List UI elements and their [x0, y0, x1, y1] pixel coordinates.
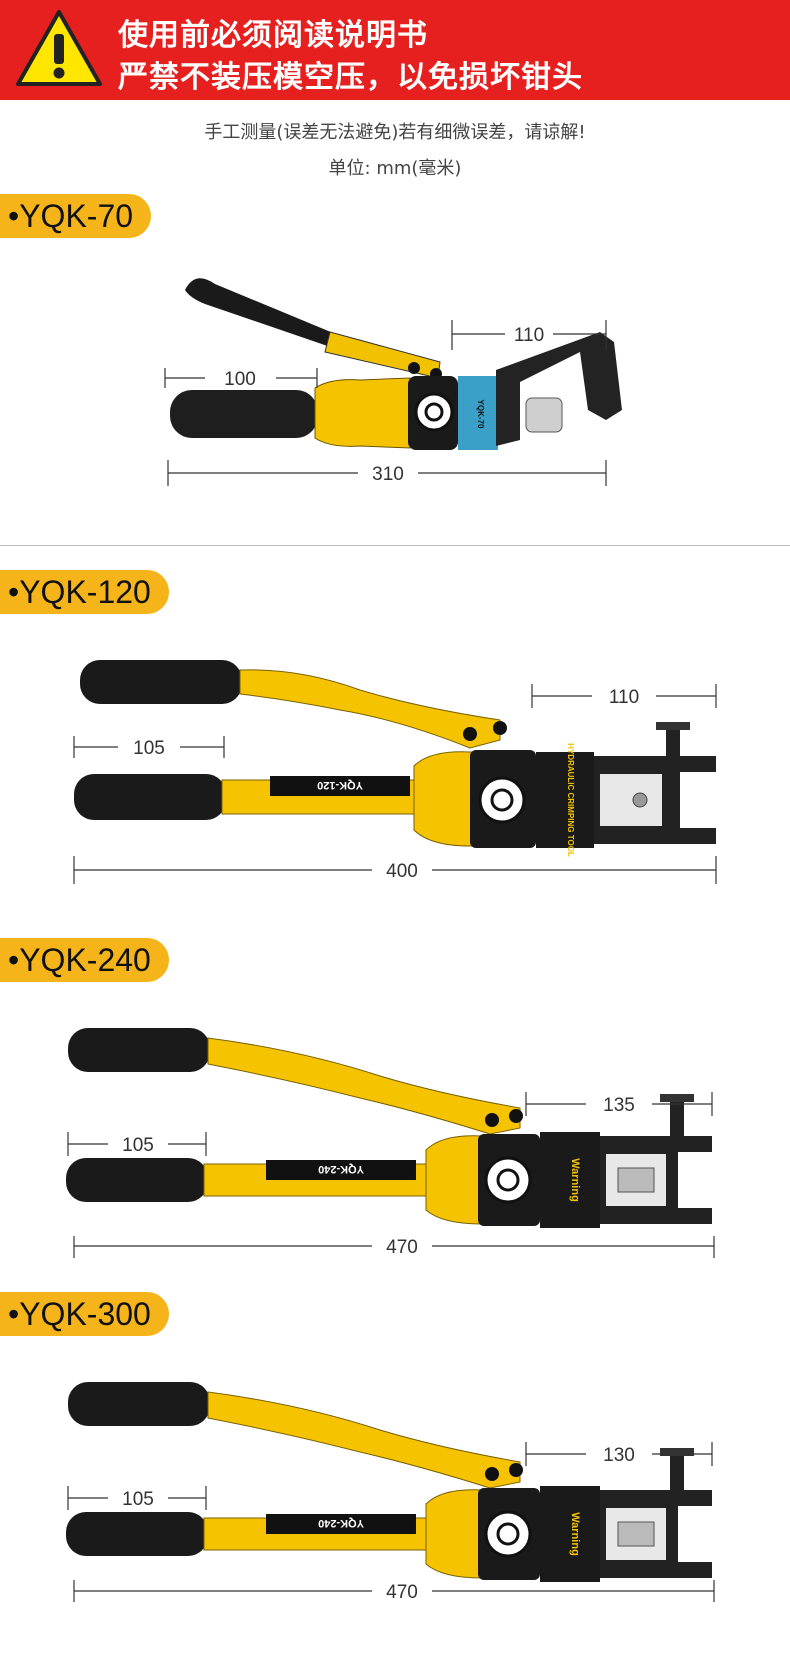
head-body: [536, 752, 594, 848]
dim-total-value: 470: [386, 1582, 418, 1603]
dim-handle-value: 105: [122, 1135, 154, 1156]
lower-handle-grip: [66, 1512, 208, 1556]
head-body: [540, 1486, 600, 1582]
lower-handle-grip: [66, 1158, 208, 1202]
upper-handle-arm: [239, 669, 501, 749]
release-knob-icon: [414, 392, 454, 432]
model-tag-yqk300: •YQK-300: [0, 1292, 169, 1336]
model-label-strip: [266, 1160, 416, 1180]
release-knob-icon: [478, 776, 526, 824]
upper-handle-arm: [207, 1391, 521, 1489]
section-divider: [0, 545, 790, 546]
unit-note: 单位: mm(毫米): [328, 158, 462, 179]
dim-head-value: 130: [603, 1445, 635, 1466]
model-tag-yqk120: •YQK-120: [0, 570, 169, 614]
dim-total: 470: [73, 1236, 715, 1258]
pivot-bolt: [509, 1463, 523, 1477]
warning-banner: 使用前必须阅读说明书 严禁不装压模空压，以免损坏钳头: [0, 0, 790, 100]
crimp-head: [496, 332, 622, 446]
pivot-bolt: [493, 721, 507, 735]
upper-handle-grip: [80, 660, 242, 704]
label-model-text: YQK-70: [476, 400, 485, 429]
product-label: [458, 376, 498, 450]
dim-total-value: 400: [386, 861, 418, 882]
pump-body: [314, 377, 411, 449]
model-tag-yqk240: •YQK-240: [0, 938, 169, 982]
pivot-bolt: [509, 1109, 523, 1123]
lever-grip: [185, 278, 350, 352]
tool-yqk70-figure: YQK-70 100 110 310: [164, 278, 622, 486]
model-label-strip: [266, 1514, 416, 1534]
upper-handle-grip: [68, 1382, 210, 1426]
head-warning-text: Warning: [569, 1512, 581, 1556]
measurement-note: 手工测量(误差无法避免)若有细微误差，请谅解!: [204, 122, 586, 143]
pivot-bolt: [485, 1467, 499, 1481]
head-warning-text: Warning: [569, 1158, 581, 1202]
retaining-pin: [670, 1096, 684, 1140]
handle-grip: [170, 390, 318, 438]
tool-yqk120-figure: YQK-120 HYDRAULIC CRIMPING TOOL 105 110 …: [73, 660, 717, 884]
label-model-text: YQK-240: [318, 1163, 364, 1175]
dim-head: 135: [525, 1092, 713, 1116]
dim-total-value: 310: [372, 464, 404, 485]
release-knob-icon: [484, 1156, 532, 1204]
dim-handle: 105: [73, 736, 225, 759]
dim-total: 310: [167, 460, 607, 486]
head-body: [540, 1132, 600, 1228]
dim-head-value: 110: [514, 325, 544, 346]
banner-title-line2: 严禁不装压模空压，以免损坏钳头: [118, 60, 583, 95]
retaining-pin: [670, 1450, 684, 1494]
dim-handle: 100: [164, 368, 318, 390]
release-knob-icon: [484, 1510, 532, 1558]
tool-yqk300-figure: YQK-240 Warning 105 130 470: [66, 1382, 715, 1603]
dim-handle: 105: [67, 1486, 207, 1510]
dim-handle-value: 105: [133, 738, 165, 759]
model-tag-yqk70: •YQK-70: [0, 194, 152, 238]
dim-head: 130: [525, 1442, 713, 1466]
pivot-bolt: [408, 362, 420, 374]
head-label-text: HYDRAULIC CRIMPING TOOL: [566, 743, 575, 857]
dim-head: 110: [451, 320, 607, 350]
dim-total: 470: [73, 1580, 715, 1603]
dim-handle-value: 100: [224, 369, 256, 390]
label-model-text: YQK-240: [318, 1517, 364, 1529]
retaining-pin: [666, 724, 680, 764]
pivot-bolt: [463, 727, 477, 741]
model-label-strip: [270, 776, 410, 796]
dim-total: 400: [73, 856, 717, 884]
upper-handle-arm: [207, 1037, 521, 1135]
dim-total-value: 470: [386, 1237, 418, 1258]
pivot-bolt: [485, 1113, 499, 1127]
dim-handle: 105: [67, 1132, 207, 1156]
crimp-die: [525, 397, 563, 433]
lower-handle-grip: [74, 774, 226, 820]
label-model-text: YQK-120: [317, 779, 363, 791]
dim-head: 110: [531, 684, 717, 708]
dim-handle-value: 105: [122, 1489, 154, 1510]
lever-arm: [324, 331, 441, 379]
crimp-die-opening: [600, 774, 662, 826]
banner-title-line1: 使用前必须阅读说明书: [118, 18, 428, 53]
tool-yqk240-figure: YQK-240 Warning 105 135 470: [66, 1028, 715, 1258]
dim-head-value: 110: [609, 687, 639, 708]
warning-triangle-icon: [16, 10, 102, 86]
dim-head-value: 135: [603, 1095, 635, 1116]
upper-handle-grip: [68, 1028, 210, 1072]
